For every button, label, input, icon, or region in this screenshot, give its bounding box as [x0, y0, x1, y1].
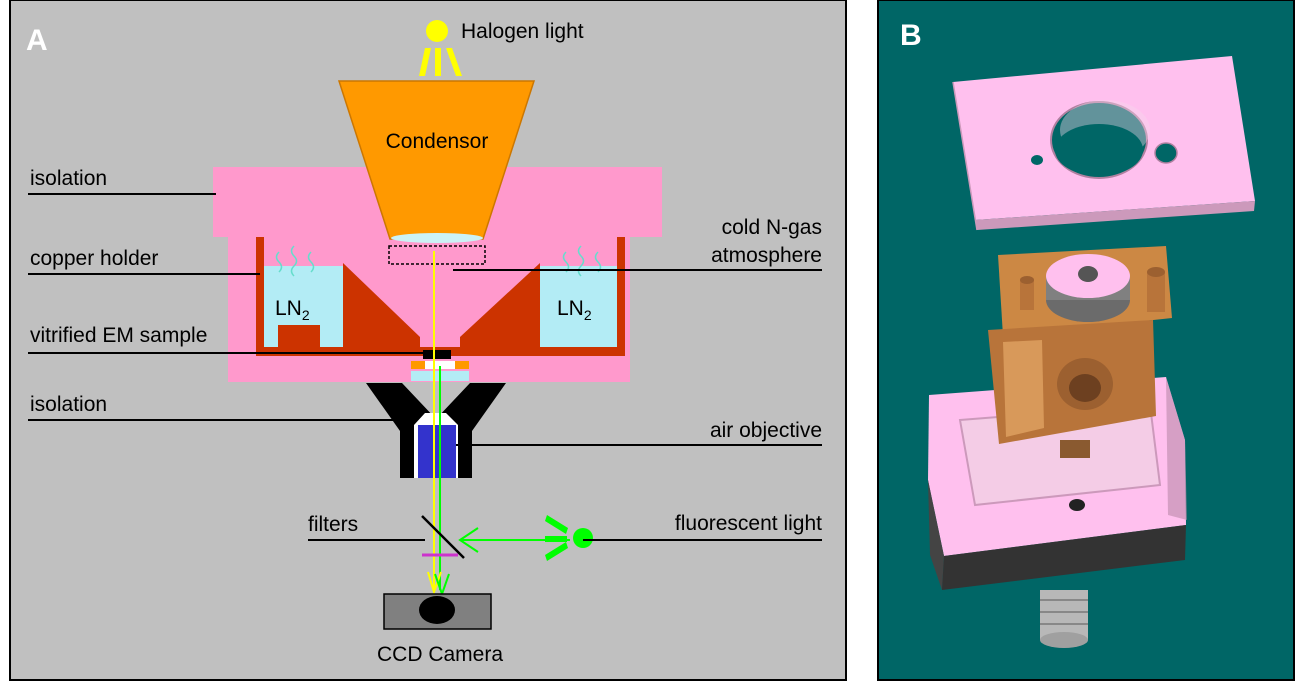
panel-a-letter: A [26, 24, 48, 57]
panel-b: B [877, 0, 1295, 681]
objective-isolation [366, 383, 506, 478]
cold-gas-label-line2: atmosphere [711, 244, 822, 267]
air-objective [418, 425, 456, 478]
condensor [337, 80, 536, 243]
halogen-light-icon [419, 20, 462, 76]
sample-label: vitrified EM sample [30, 324, 207, 347]
top-plate [952, 56, 1255, 231]
ccd-camera-label: CCD Camera [377, 643, 503, 666]
halogen-light-label: Halogen light [461, 20, 584, 43]
condensor-label: Condensor [386, 130, 489, 153]
filters [421, 515, 465, 559]
copper-insert [988, 246, 1172, 458]
ccd-camera [383, 593, 492, 630]
air-objective-label: air objective [710, 419, 822, 442]
fluorescent-light-label: fluorescent light [675, 512, 822, 535]
copper-holder [256, 237, 625, 356]
isolation-bottom-label: isolation [30, 393, 107, 416]
ln2-right-label: LN2 [557, 297, 592, 323]
isolation-top-label: isolation [30, 167, 107, 190]
cold-gas-label-line1: cold N-gas [722, 216, 822, 239]
ln2-left-label: LN2 [275, 297, 310, 323]
ln2-reservoir-right [538, 266, 617, 347]
fluorescent-light-icon [545, 515, 593, 561]
condensor-window [388, 245, 486, 265]
copper-holder-label: copper holder [30, 247, 158, 270]
filters-label: filters [308, 513, 358, 536]
panel-b-letter: B [900, 19, 922, 52]
leader-lines [28, 193, 822, 541]
panel-a: A Halogen light [9, 0, 847, 681]
